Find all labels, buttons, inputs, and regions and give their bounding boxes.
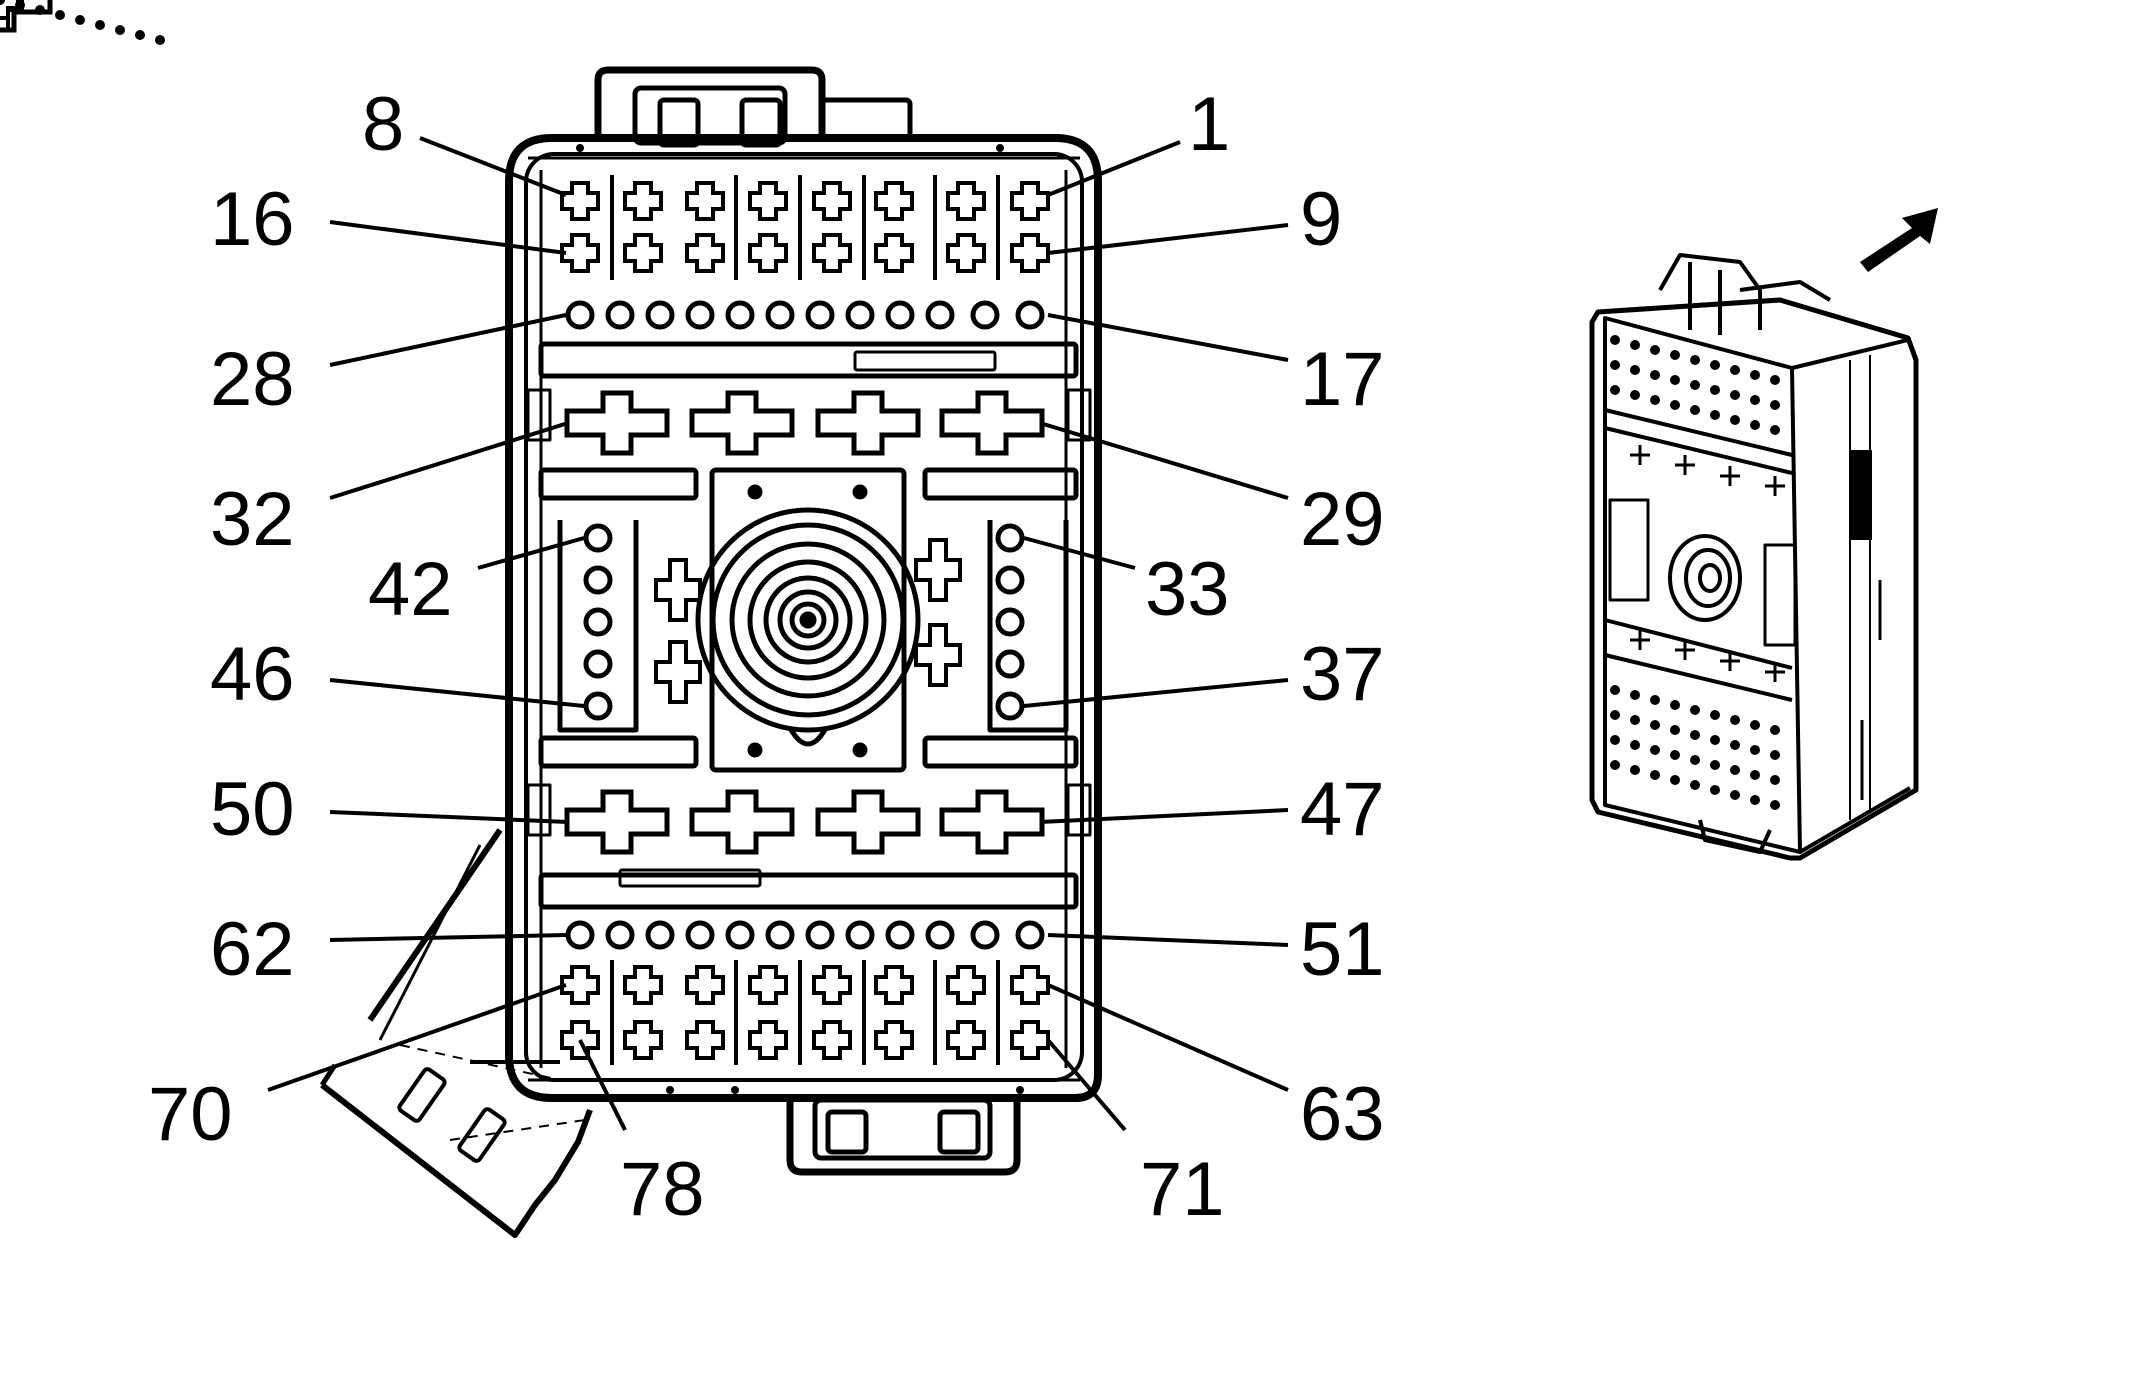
pin-row-round-upper	[565, 300, 1045, 330]
pin-label-16: 16	[210, 177, 295, 262]
pin-row-bottom-crosses	[560, 960, 1050, 1065]
isometric-cross-pins	[1630, 445, 1785, 682]
pin-row-large-upper	[0, 0, 1042, 453]
pin-label-17: 17	[1300, 337, 1385, 422]
pin-row-round-lower	[565, 920, 1045, 950]
pin-label-28: 28	[210, 337, 295, 422]
leader-lines	[267, 136, 1289, 1132]
pin-label-32: 32	[210, 477, 295, 562]
pin-label-46: 46	[210, 632, 295, 717]
pin-label-47: 47	[1300, 767, 1385, 852]
pin-columns-side	[583, 523, 1025, 721]
connector-isometric-view	[1589, 253, 1919, 861]
pin-crosses-center-side	[0, 0, 962, 704]
pin-label-78: 78	[620, 1147, 705, 1232]
pin-label-71: 71	[1140, 1147, 1225, 1232]
pin-label-33: 33	[1145, 547, 1230, 632]
pin-label-37: 37	[1300, 632, 1385, 717]
pin-label-62: 62	[210, 907, 295, 992]
pin-row-large-lower	[567, 792, 1042, 852]
pin-row-top-crosses	[0, 0, 1050, 280]
pin-label-50: 50	[210, 767, 295, 852]
connector-face	[319, 66, 1102, 1238]
pin-label-1: 1	[1188, 82, 1230, 167]
pin-label-29: 29	[1300, 477, 1385, 562]
pin-label-70: 70	[148, 1072, 233, 1157]
direction-arrow-icon	[1860, 208, 1938, 272]
face-dots	[576, 144, 1024, 1094]
pin-label-42: 42	[368, 547, 453, 632]
pin-label-8: 8	[362, 82, 404, 167]
pin-label-63: 63	[1300, 1072, 1385, 1157]
pin-label-51: 51	[1300, 907, 1385, 992]
isometric-pin-grid	[0, 0, 1780, 810]
pin-labels: 8 1 16 9 28 17 32 29 42 33 46 37 50 47 6…	[148, 82, 1385, 1232]
pin-label-9: 9	[1300, 177, 1342, 262]
